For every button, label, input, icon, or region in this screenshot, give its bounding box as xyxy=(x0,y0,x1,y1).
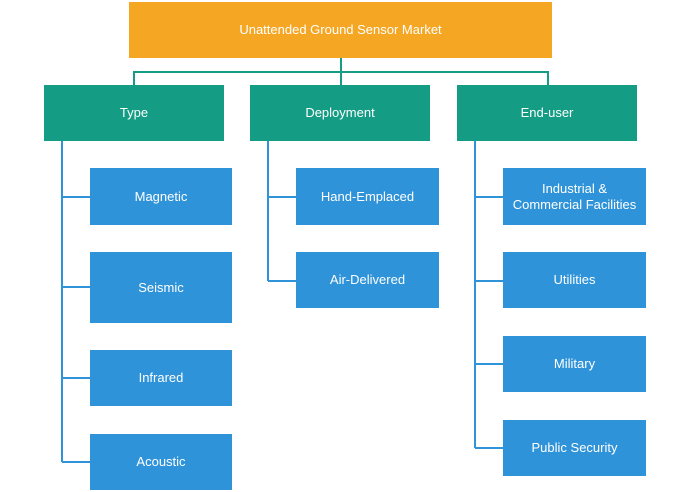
deployment-branch-connector xyxy=(267,141,296,282)
category-label: End-user xyxy=(520,105,574,121)
category-deployment: Deployment xyxy=(250,85,430,141)
enduser-branch-connector xyxy=(474,141,503,449)
leaf-industrial-commercial: Industrial & Commercial Facilities xyxy=(503,168,646,225)
leaf-acoustic: Acoustic xyxy=(90,434,232,490)
leaf-label: Utilities xyxy=(553,272,596,288)
category-end-user: End-user xyxy=(457,85,637,141)
leaf-infrared: Infrared xyxy=(90,350,232,406)
leaf-utilities: Utilities xyxy=(503,252,646,308)
leaf-seismic: Seismic xyxy=(90,252,232,323)
leaf-magnetic: Magnetic xyxy=(90,168,232,225)
leaf-label: Industrial & Commercial Facilities xyxy=(512,180,637,212)
category-label: Type xyxy=(119,105,149,121)
root-node: Unattended Ground Sensor Market xyxy=(129,2,552,58)
leaf-military: Military xyxy=(503,336,646,392)
leaf-label: Military xyxy=(553,356,596,372)
leaf-public-security: Public Security xyxy=(503,420,646,476)
leaf-label: Public Security xyxy=(531,440,618,456)
category-label: Deployment xyxy=(305,105,375,121)
category-type: Type xyxy=(44,85,224,141)
leaf-hand-emplaced: Hand-Emplaced xyxy=(296,168,439,225)
leaf-label: Magnetic xyxy=(134,188,188,204)
leaf-label: Acoustic xyxy=(136,454,186,470)
type-branch-connector xyxy=(61,141,90,463)
leaf-label: Infrared xyxy=(138,370,184,386)
leaf-label: Air-Delivered xyxy=(329,272,406,288)
leaf-label: Seismic xyxy=(138,279,184,295)
leaf-air-delivered: Air-Delivered xyxy=(296,252,439,308)
root-label: Unattended Ground Sensor Market xyxy=(239,22,442,38)
leaf-label: Hand-Emplaced xyxy=(320,188,415,204)
root-connector xyxy=(133,58,549,85)
